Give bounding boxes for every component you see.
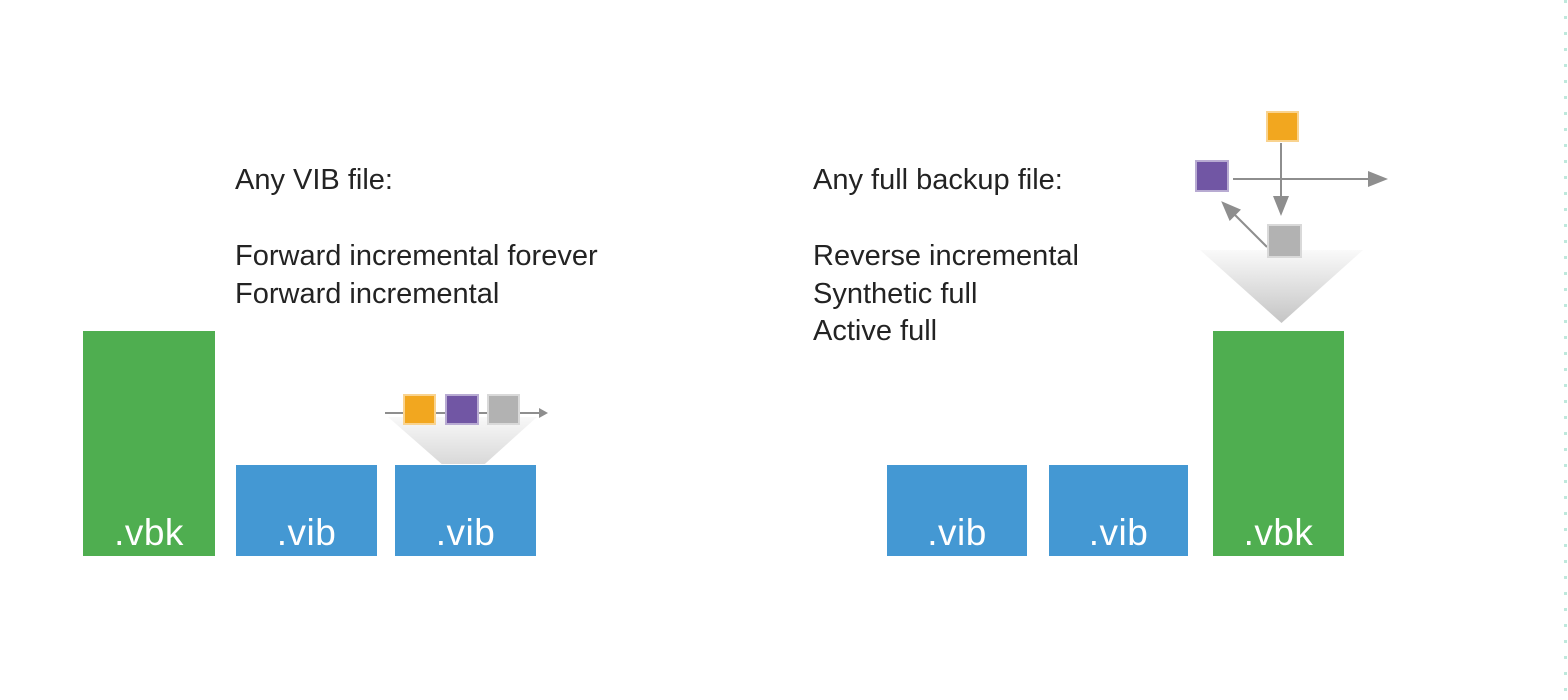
left-method-list: Forward incremental forever Forward incr…: [235, 238, 598, 313]
restore-point-purple-icon: [1195, 160, 1229, 192]
page-edge-dotted-border: [1564, 0, 1567, 700]
left-heading: Any VIB file:: [235, 164, 393, 196]
method-item: Reverse incremental: [813, 240, 1079, 272]
vbk-file-bar: .vbk: [83, 331, 215, 556]
transform-arrows-icon: [1221, 143, 1388, 248]
right-method-list: Reverse incremental Synthetic full Activ…: [813, 238, 1079, 351]
method-item: Forward incremental: [235, 277, 500, 310]
file-label: .vib: [927, 512, 987, 553]
vib-file-bar: .vib: [395, 465, 536, 556]
restore-point-orange-icon: [403, 394, 436, 425]
method-item: Synthetic full: [813, 277, 978, 310]
method-item: Active full: [813, 315, 938, 347]
restore-point-purple-icon: [445, 394, 479, 425]
vib-file-bar: .vib: [887, 465, 1027, 556]
file-label: .vib: [435, 512, 496, 553]
file-label: .vbk: [114, 512, 184, 553]
file-label: .vbk: [1243, 512, 1314, 553]
vib-file-bar: .vib: [236, 465, 377, 556]
file-label: .vib: [276, 512, 337, 553]
right-heading: Any full backup file:: [813, 164, 1063, 196]
timeline-arrowhead-icon: [539, 408, 548, 418]
merge-funnel-icon: [1200, 250, 1363, 323]
vbk-file-bar: .vbk: [1213, 331, 1344, 556]
restore-point-gray-icon: [487, 394, 520, 425]
file-label: .vib: [1088, 512, 1149, 553]
vib-file-bar: .vib: [1049, 465, 1188, 556]
restore-point-orange-icon: [1266, 111, 1299, 142]
method-item: Forward incremental forever: [235, 240, 598, 272]
restore-point-gray-icon: [1267, 224, 1302, 258]
